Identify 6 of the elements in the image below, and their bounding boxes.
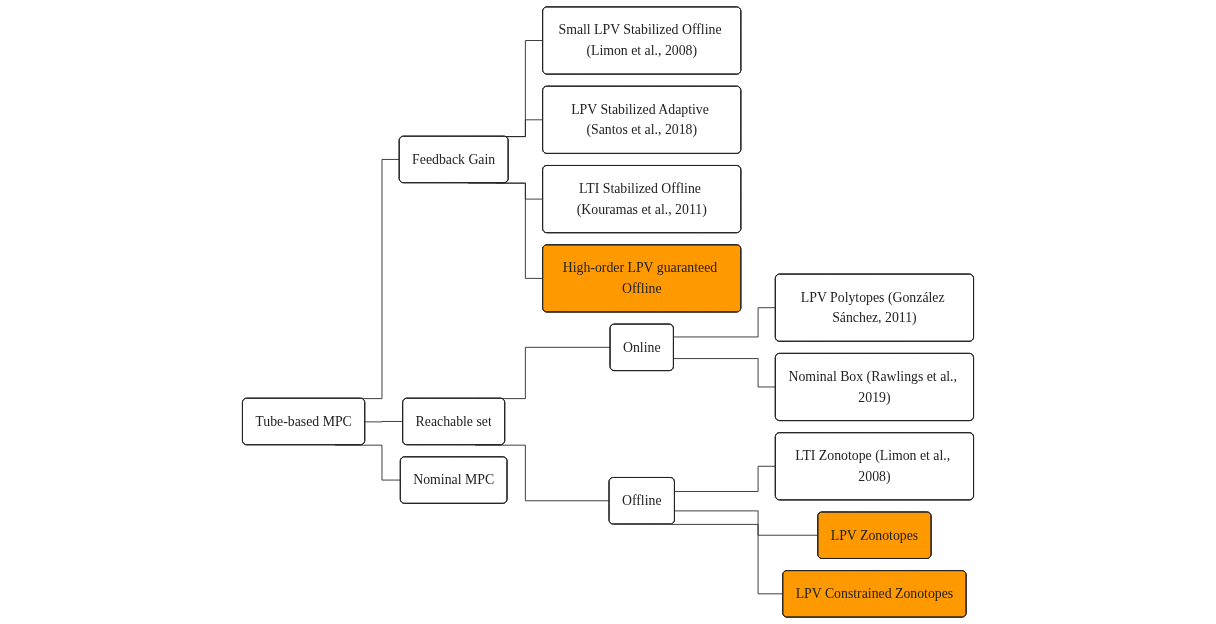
connector — [364, 421, 404, 423]
connector — [673, 358, 777, 388]
connector — [674, 510, 819, 537]
connector — [674, 465, 777, 492]
connector — [673, 307, 777, 338]
connector — [670, 524, 784, 595]
